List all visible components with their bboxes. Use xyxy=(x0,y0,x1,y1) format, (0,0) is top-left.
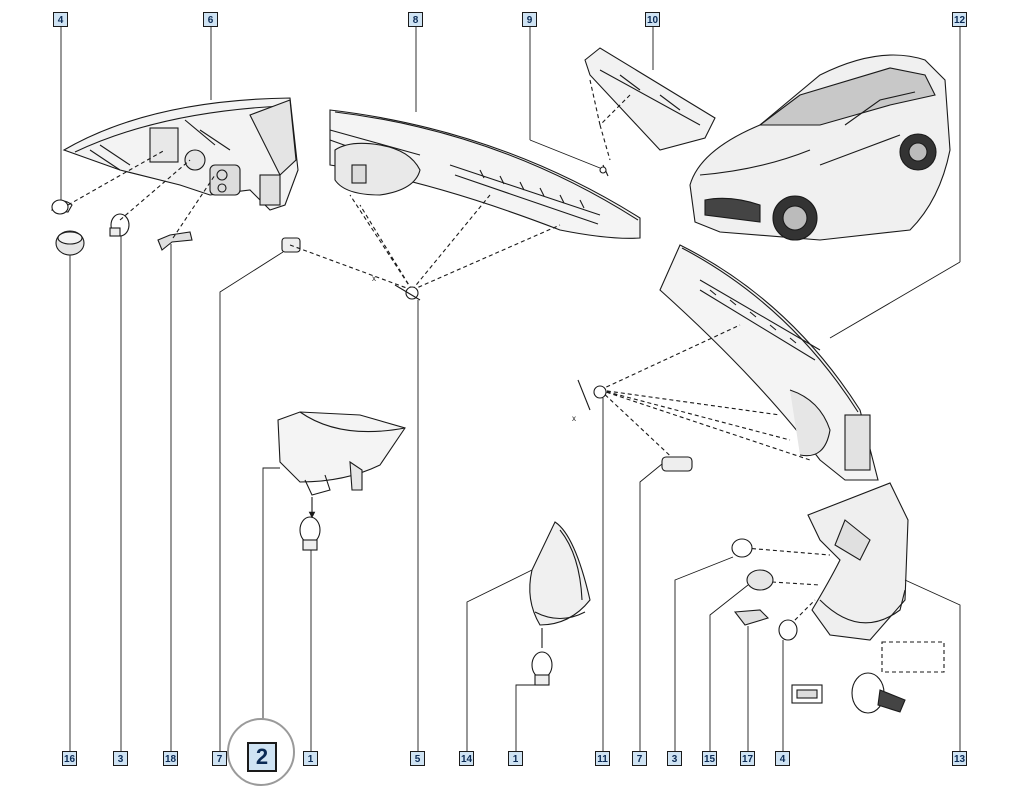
callout-7b-bottom[interactable]: 7 xyxy=(632,751,647,766)
socket-16 xyxy=(55,230,85,256)
dashed-box xyxy=(881,641,945,673)
callout-10-top[interactable]: 10 xyxy=(645,12,660,27)
callout-9-top[interactable]: 9 xyxy=(522,12,537,27)
callout-5-bottom[interactable]: 5 xyxy=(410,751,425,766)
callout-13-bottom[interactable]: 13 xyxy=(952,751,967,766)
bulb-3-left xyxy=(109,213,130,237)
bulb-3-right xyxy=(731,538,753,558)
callout-1-bottom[interactable]: 1 xyxy=(303,751,318,766)
callout-7-bottom[interactable]: 7 xyxy=(212,751,227,766)
callout-3-bottom[interactable]: 3 xyxy=(113,751,128,766)
screw-8 xyxy=(394,284,421,301)
screw-11 xyxy=(577,379,607,411)
callout-17-bottom[interactable]: 17 xyxy=(740,751,755,766)
tail-lamp-bar-12 xyxy=(659,244,879,481)
lamp-14 xyxy=(529,521,591,626)
callout-15-bottom[interactable]: 15 xyxy=(702,751,717,766)
callout-4-top[interactable]: 4 xyxy=(53,12,68,27)
callout-1b-bottom[interactable]: 1 xyxy=(508,751,523,766)
screw-9 xyxy=(599,164,609,177)
callout-18-bottom[interactable]: 18 xyxy=(163,751,178,766)
bulb-1-lower xyxy=(531,651,553,686)
label-plate xyxy=(791,684,823,704)
callout-11-bottom[interactable]: 11 xyxy=(595,751,610,766)
lamp-housing-6 xyxy=(62,97,299,211)
bulb-7-right xyxy=(661,456,693,472)
bulb-4-left xyxy=(51,199,73,215)
callout-2-selected[interactable]: 2 xyxy=(247,742,277,772)
plate-10 xyxy=(584,47,716,151)
clip-17 xyxy=(733,609,770,626)
highlight-ring xyxy=(227,718,295,786)
callout-3b-bottom[interactable]: 3 xyxy=(667,751,682,766)
callout-6-top[interactable]: 6 xyxy=(203,12,218,27)
bulb-1-center xyxy=(299,516,321,551)
car-illustration xyxy=(689,54,951,241)
axis-mark-x-right: x xyxy=(572,414,576,423)
tail-lamp-bar-8 xyxy=(329,109,641,239)
callout-14-bottom[interactable]: 14 xyxy=(459,751,474,766)
socket-15 xyxy=(746,569,774,591)
lamp-13 xyxy=(807,482,909,641)
axis-mark-x-top: x xyxy=(372,274,376,283)
callout-4b-bottom[interactable]: 4 xyxy=(775,751,790,766)
clip-18 xyxy=(157,231,193,251)
bulb-detail xyxy=(851,672,906,714)
bulb-4-right xyxy=(778,619,798,641)
callout-16-bottom[interactable]: 16 xyxy=(62,751,77,766)
lamp-2 xyxy=(277,411,406,496)
callout-12-top[interactable]: 12 xyxy=(952,12,967,27)
callout-8-top[interactable]: 8 xyxy=(408,12,423,27)
